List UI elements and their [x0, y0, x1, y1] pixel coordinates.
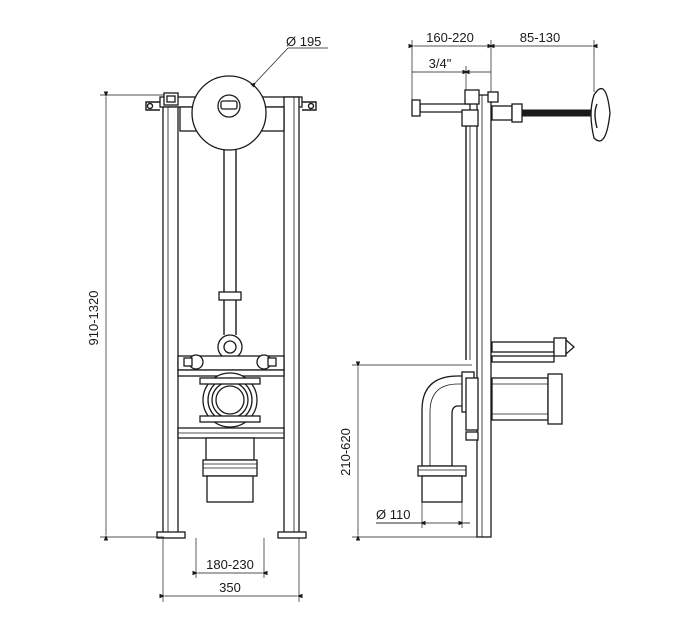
- dim-drain-diameter: Ø 110: [376, 502, 470, 528]
- right-foot: [277, 531, 307, 539]
- right-upright: [283, 96, 300, 538]
- drain-bend: [421, 375, 467, 467]
- side-view: [411, 87, 611, 538]
- left-wall-bracket: [145, 101, 160, 111]
- actuator-rod: [521, 109, 595, 117]
- dim-frame-width-label: 350: [219, 580, 241, 595]
- left-upright: [162, 106, 179, 538]
- side-upright: [476, 94, 492, 538]
- dim-wall-to-plate: 85-130: [487, 30, 598, 92]
- dim-total-height: 910-1320: [86, 91, 164, 541]
- dim-depth-behind-wall: 160-220: [408, 30, 495, 100]
- dim-depth-behind-wall-label: 160-220: [426, 30, 474, 45]
- right-wall-bracket: [302, 101, 317, 111]
- pipe-coupling: [218, 291, 242, 301]
- drain-connector: [465, 377, 479, 431]
- dim-inlet-spacing: 180-230: [192, 538, 268, 578]
- dim-outlet-height: 210-620: [338, 361, 478, 541]
- dim-flush-plate-diameter-label: Ø 195: [286, 34, 321, 49]
- front-view: [145, 75, 317, 539]
- dim-water-connection-label: 3/4": [429, 56, 452, 71]
- dim-water-connection: 3/4": [412, 56, 491, 90]
- side-flush-plate: [590, 87, 611, 142]
- actuator-coupling: [491, 105, 513, 121]
- upper-mounting-stud: [491, 341, 555, 353]
- drain-pipe: [206, 475, 254, 503]
- dim-drain-diameter-label: Ø 110: [376, 507, 410, 522]
- dim-inlet-spacing-label: 180-230: [206, 557, 254, 572]
- dim-flush-plate-diameter: Ø 195: [250, 34, 328, 88]
- dim-wall-to-plate-label: 85-130: [520, 30, 560, 45]
- dim-frame-width: 350: [159, 538, 303, 602]
- dim-total-height-label: 910-1320: [86, 291, 101, 346]
- dim-outlet-height-label: 210-620: [338, 428, 353, 476]
- left-foot: [156, 531, 186, 539]
